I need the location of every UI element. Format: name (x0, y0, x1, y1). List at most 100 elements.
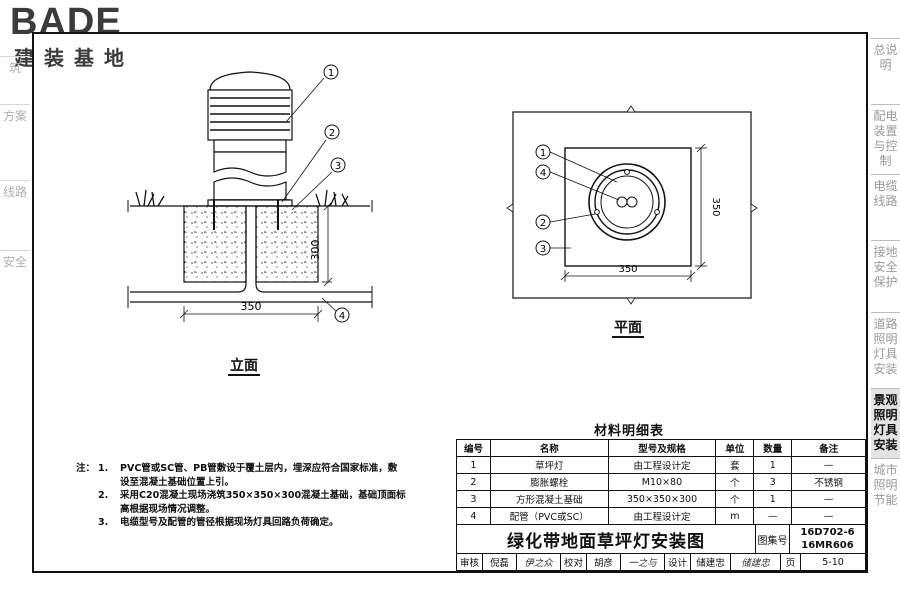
table-cell: 1 (753, 456, 793, 474)
atlas-code-line1: 16D702-6 (800, 527, 855, 538)
side-tab-label: 接地安全保护 (873, 245, 898, 289)
signature-row: 审核 倪磊 伊之众 校对 胡彦 一之与 设计 储建忠 储建忠 页 5-10 (456, 554, 866, 571)
note-idx: 1. (98, 463, 109, 474)
left-tab-3: 安全 (0, 250, 30, 300)
table-cell: 1 (753, 490, 793, 508)
review-name: 倪磊 (483, 554, 517, 570)
table-cell: 由工程设计定 (607, 456, 717, 474)
table-cell: 4 (456, 507, 491, 525)
table-cell: 1 (456, 456, 491, 474)
table-row: 2 膨胀螺栓 M10×80 个 3 不锈钢 (456, 473, 866, 491)
elevation-callout-2: 2 (329, 128, 335, 139)
elevation-view-label: 立面 (228, 358, 260, 376)
table-cell: 2 (456, 473, 491, 491)
page-value: 5-10 (822, 556, 844, 568)
table-header-cell: 名称 (489, 439, 609, 457)
table-header-cell: 单位 (715, 439, 755, 457)
left-tab-1: 方案 (0, 104, 30, 164)
table-header-cell: 数量 (753, 439, 793, 457)
table-row: 1 草坪灯 由工程设计定 套 1 — (456, 456, 866, 474)
table-cell: 3 (753, 473, 793, 491)
materials-table-title: 材料明细表 (594, 424, 665, 439)
dim-width (179, 306, 323, 322)
table-cell: 草坪灯 (489, 456, 609, 474)
side-tab-label: 配电装置与控制 (873, 109, 898, 168)
table-row: 3 方形混凝土基础 350×350×300 个 1 — (456, 490, 866, 508)
check-name: 胡彦 (587, 554, 621, 570)
table-header-cell: 编号 (456, 439, 491, 457)
page-label: 页 (781, 554, 801, 570)
note-text: 采用C20混凝土现场浇筑350×350×300混凝土基础，基础顶面标高根据现场情… (120, 490, 406, 515)
table-cell: 不锈钢 (791, 473, 866, 491)
plan-callout-3: 3 (540, 244, 546, 255)
table-cell: M10×80 (607, 473, 717, 491)
side-tab-label: 道路照明灯具安装 (873, 317, 898, 376)
elevation-drawing: 300 350 1 2 3 4 (127, 64, 373, 323)
plan-callout-2: 2 (540, 218, 546, 229)
table-cell: 方形混凝土基础 (489, 490, 609, 508)
title-block: 绿化带地面草坪灯安装图 图集号 16D702-6 16MR606 审核 倪磊 伊… (456, 524, 866, 571)
concrete-foundation (183, 200, 319, 283)
materials-table: 编号 名称 型号及规格 单位 数量 备注 1 草坪灯 由工程设计定 套 1 — … (456, 439, 866, 525)
table-cell: 膨胀螺栓 (489, 473, 609, 491)
elevation-callout-3: 3 (335, 161, 341, 172)
side-tab-grounding[interactable]: 接地安全保护 (871, 240, 900, 312)
dim-height (322, 201, 333, 287)
design-label: 设计 (665, 554, 691, 570)
elevation-dim-width-label: 350 (241, 300, 262, 313)
side-tab-general[interactable]: 总说明 (871, 38, 900, 104)
table-cell: — (791, 507, 866, 525)
left-tab-0: 筑 (0, 56, 30, 86)
note-text: PVC管或SC管、PB管敷设于覆土层内，埋深应符合国家标准，敷设至混凝土基础位置… (120, 463, 398, 488)
table-header-cell: 型号及规格 (607, 439, 717, 457)
lawn-lamp-pole (207, 151, 293, 207)
atlas-code: 16D702-6 16MR606 (790, 524, 866, 554)
table-row: 4 配管（PVC或SC） 由工程设计定 m — — (456, 507, 866, 525)
check-signature: 一之与 (621, 554, 665, 570)
table-cell: 配管（PVC或SC） (489, 507, 609, 525)
table-cell: — (791, 490, 866, 508)
table-cell: 个 (715, 473, 755, 491)
logo-main-text: BADE (10, 1, 122, 43)
notes-title: 注： (76, 463, 96, 474)
plan-dim-width-label: 350 (618, 264, 637, 275)
note-idx: 2. (98, 490, 109, 501)
table-cell: 由工程设计定 (607, 507, 717, 525)
design-signature: 储建忠 (731, 554, 781, 570)
note-text: 电缆型号及配管的管径根据现场灯具回路负荷确定。 (120, 517, 339, 528)
elevation-callout-1: 1 (328, 68, 334, 79)
check-label: 校对 (561, 554, 587, 570)
plan-drawing: 350 350 1 4 2 3 (506, 105, 758, 305)
side-tab-label: 电缆线路 (873, 179, 898, 208)
plan-dim-height-label: 350 (710, 197, 721, 216)
plan-view-label: 平面 (612, 320, 644, 338)
atlas-code-line2: 16MR606 (801, 540, 854, 551)
table-cell: 350×350×300 (607, 490, 717, 508)
side-tab-cable[interactable]: 电缆线路 (871, 174, 900, 240)
elevation-callout-4: 4 (339, 311, 345, 322)
drawing-frame (32, 32, 868, 573)
left-tab-2: 线路 (0, 180, 30, 230)
table-cell: 个 (715, 490, 755, 508)
side-tab-label: 总说明 (873, 43, 898, 72)
note-idx: 3. (98, 517, 109, 528)
table-cell: m (715, 507, 755, 525)
plan-callout-1: 1 (540, 148, 546, 159)
notes-block: 注：1. PVC管或SC管、PB管敷设于覆土层内，埋深应符合国家标准，敷设至混凝土… (76, 462, 406, 530)
table-cell: 3 (456, 490, 491, 508)
drawing-title: 绿化带地面草坪灯安装图 (456, 524, 756, 554)
table-cell: — (791, 456, 866, 474)
elevation-dim-height-label: 300 (309, 240, 322, 261)
review-label: 审核 (457, 554, 483, 570)
side-tab-energy-saving[interactable]: 城市照明节能 (871, 458, 900, 524)
table-header-cell: 备注 (791, 439, 866, 457)
review-signature: 伊之众 (517, 554, 561, 570)
atlas-code-label: 图集号 (756, 524, 790, 554)
table-cell: — (753, 507, 793, 525)
lawn-lamp-head (207, 71, 293, 153)
table-cell: 套 (715, 456, 755, 474)
side-tab-landscape-lighting[interactable]: 景观照明灯具安装 (871, 388, 900, 458)
side-tab-road-lighting[interactable]: 道路照明灯具安装 (871, 312, 900, 388)
side-tab-distribution[interactable]: 配电装置与控制 (871, 104, 900, 174)
side-tab-label: 城市照明节能 (873, 463, 898, 507)
